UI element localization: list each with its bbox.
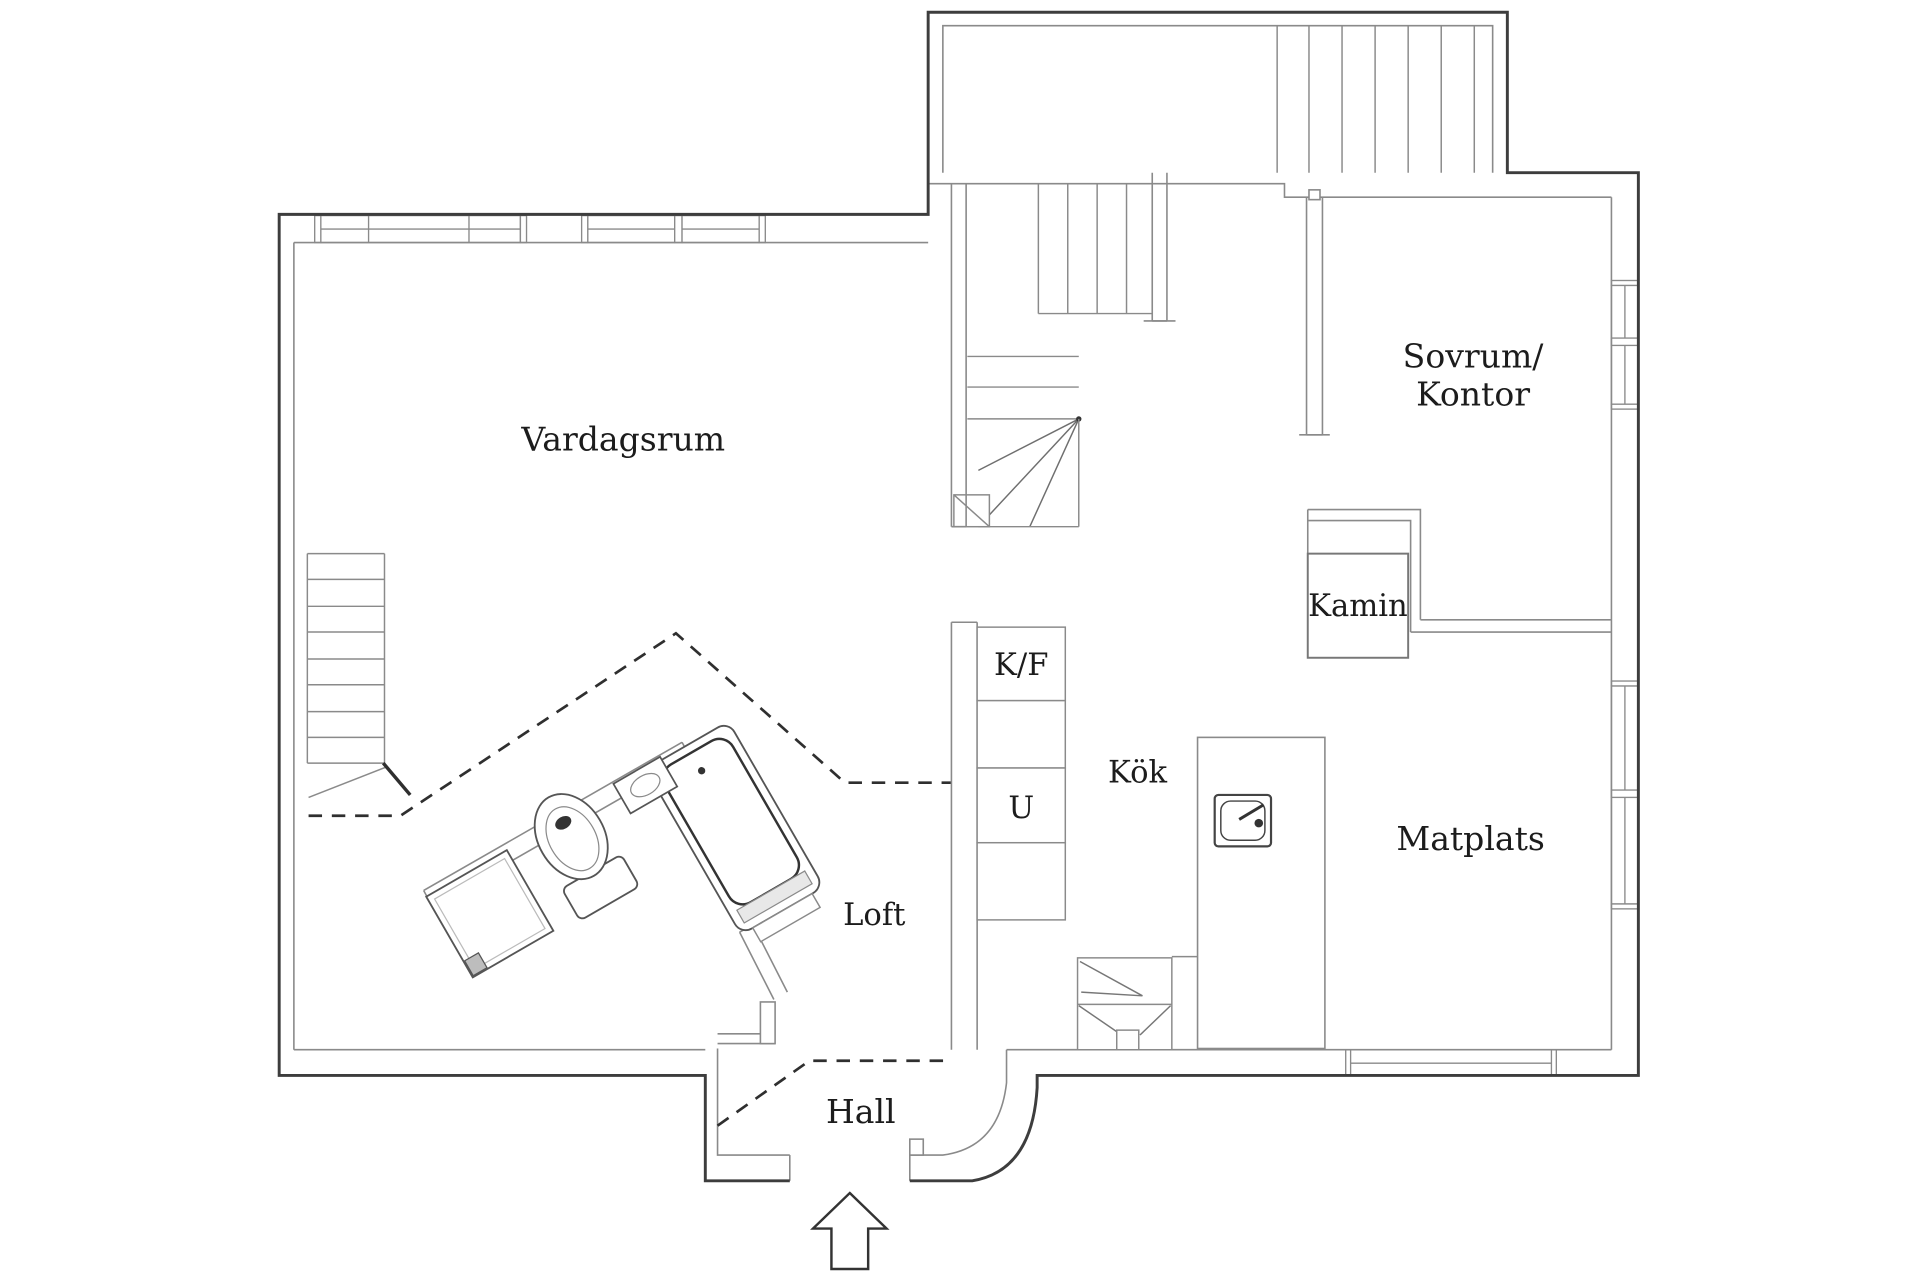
- fridge-freezer-cabinet: [976, 626, 1067, 702]
- lavatory-icon: [612, 755, 679, 815]
- toilet-icon: [533, 793, 639, 920]
- bathroom: [422, 724, 925, 1156]
- room-label-hall: Hall: [826, 1092, 896, 1131]
- kitchen-sink-icon: [1213, 793, 1273, 848]
- window: [1345, 1049, 1557, 1077]
- oven-cabinet: [976, 767, 1067, 844]
- winder-stairs-icon: [953, 183, 1153, 528]
- outer-walls: [277, 10, 1640, 1183]
- room-label-vardagsrum: Vardagsrum: [520, 420, 725, 459]
- cabinet-label-u: U: [1008, 791, 1034, 826]
- room-label-sovrum-line1: Sovrum/: [1403, 336, 1545, 375]
- kitchen-west-wall: [950, 621, 978, 1050]
- entry-arrow-icon: [810, 1191, 890, 1271]
- shower-icon: [424, 848, 555, 979]
- window: [314, 214, 528, 244]
- dashed-loft-boundary: [308, 631, 952, 1127]
- room-label-kamin: Kamin: [1308, 589, 1408, 624]
- room-label-matplats: Matplats: [1396, 819, 1544, 858]
- kitchen-island: [1196, 736, 1326, 1050]
- cabinet-label-kf: K/F: [994, 648, 1048, 683]
- deck-stairs-icon: [1276, 25, 1476, 173]
- interior-stairs-icon: [306, 552, 412, 799]
- stair-hall-walls: [950, 172, 1176, 528]
- sovrum-walls: [1299, 197, 1612, 633]
- kitchen-cabinets: [976, 626, 1067, 921]
- window: [1610, 279, 1640, 410]
- fireplace-icon: [1306, 552, 1410, 659]
- inner-wall-lines: [293, 24, 1613, 1181]
- stove-icon: [1076, 955, 1198, 1051]
- room-label-kok: Kök: [1108, 756, 1167, 791]
- room-label-loft: Loft: [843, 898, 906, 933]
- window: [681, 214, 766, 244]
- windows: [314, 214, 1640, 1077]
- window: [580, 214, 683, 244]
- bathtub-icon: [649, 724, 822, 943]
- window: [1610, 680, 1640, 910]
- room-label-sovrum-line2: Kontor: [1416, 374, 1530, 413]
